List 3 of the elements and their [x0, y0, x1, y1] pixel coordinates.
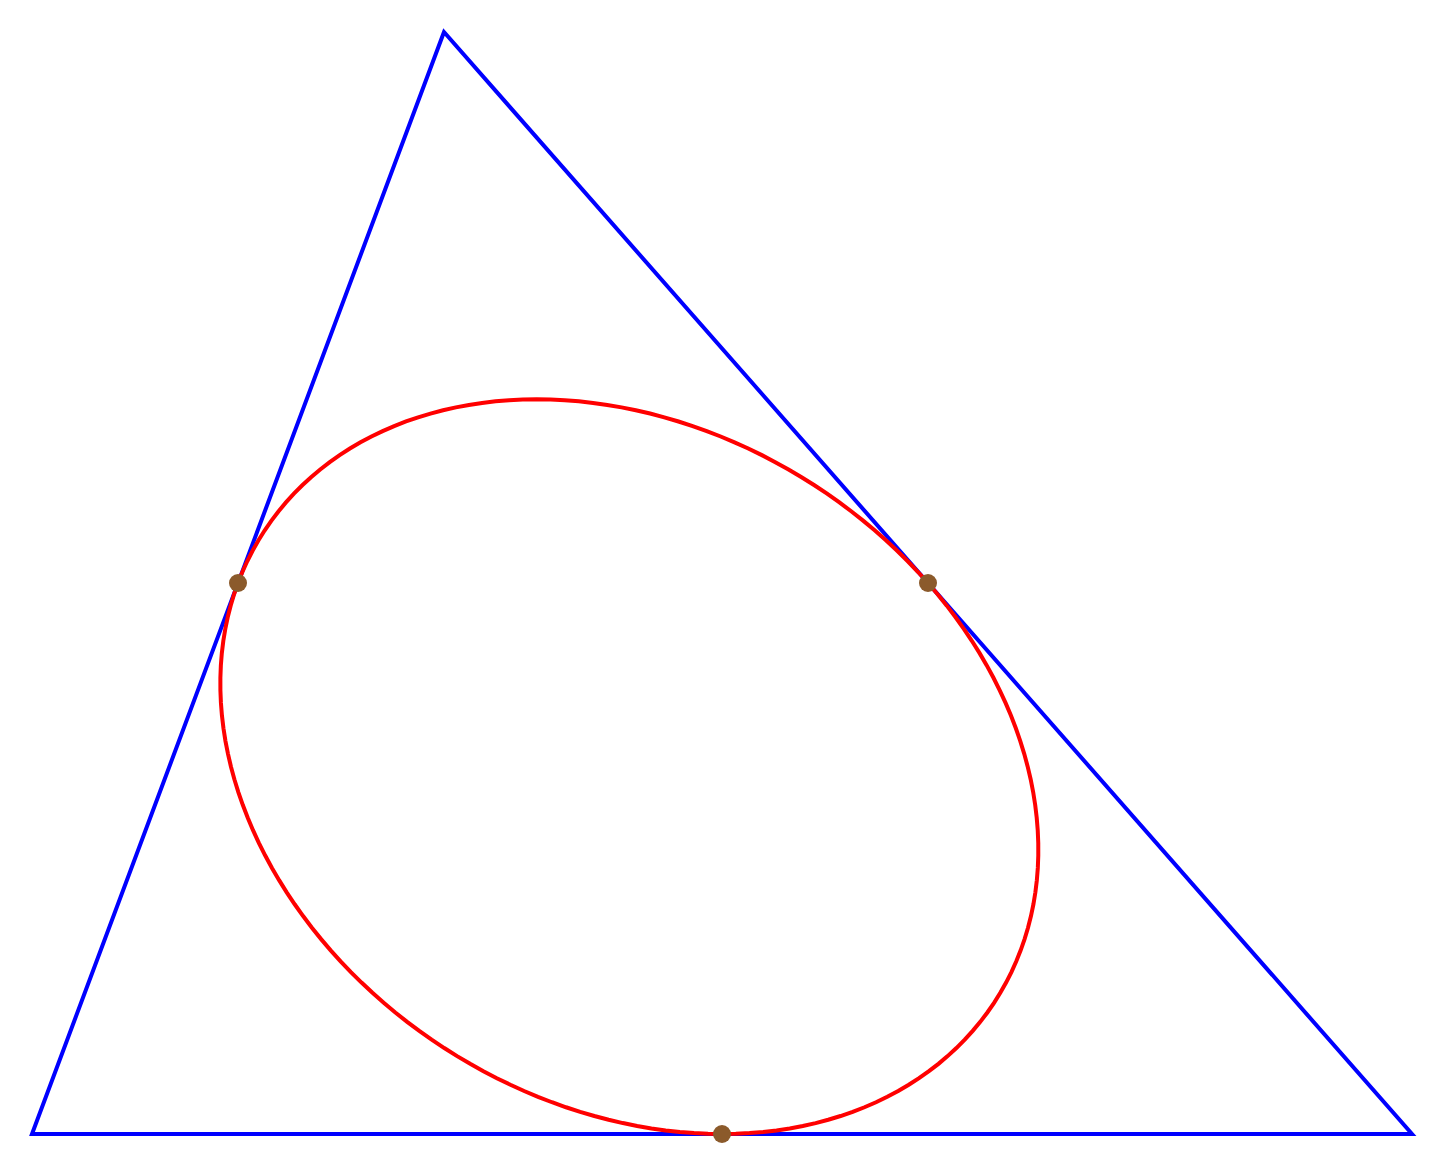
triangle-outline	[29, 28, 1417, 1136]
tangent-point	[919, 574, 937, 592]
tangent-point	[713, 1125, 731, 1143]
